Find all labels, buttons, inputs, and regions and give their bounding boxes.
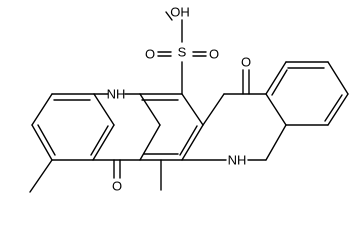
bond-a5-double [37,124,56,156]
amine-nh-right: NH [228,153,247,168]
bond-e4 [327,93,349,126]
bond-methyl-left [29,159,53,193]
sulfur-label: S [178,45,187,60]
bond-b4 [139,124,161,161]
bond-a5 [31,124,53,161]
sulfonyl-oxygen-left: O [145,47,155,62]
bond-a3-double [90,125,109,156]
ketone-oxygen-top: O [241,55,251,70]
bond-oh-tail [165,11,173,21]
sulfonyl-oxygen-right: O [209,47,219,62]
bond-lines [29,11,349,193]
bond-c2 [181,93,204,126]
atom-labels: OH S O O O O NH NH [107,5,251,194]
bond-d1 [202,93,225,126]
bond-a2 [93,93,115,126]
bond-b3 [139,93,161,126]
ketone-oxygen-bottom: O [112,179,122,194]
bond-d3 [265,93,287,126]
bond-e4-double [324,94,343,122]
bond-c3-double [179,125,198,156]
bond-e3 [327,61,349,95]
chemical-structure-diagram: OH S O O O O NH NH [29,5,349,194]
bond-c3 [181,124,204,161]
hydroxyl-label: OH [170,5,190,20]
bond-a3 [92,124,115,161]
bond-a6 [31,93,53,126]
bond-e1-double [271,69,288,96]
amine-nh-left: NH [107,87,126,102]
bond-d4 [265,124,287,161]
bond-e1 [265,61,287,95]
